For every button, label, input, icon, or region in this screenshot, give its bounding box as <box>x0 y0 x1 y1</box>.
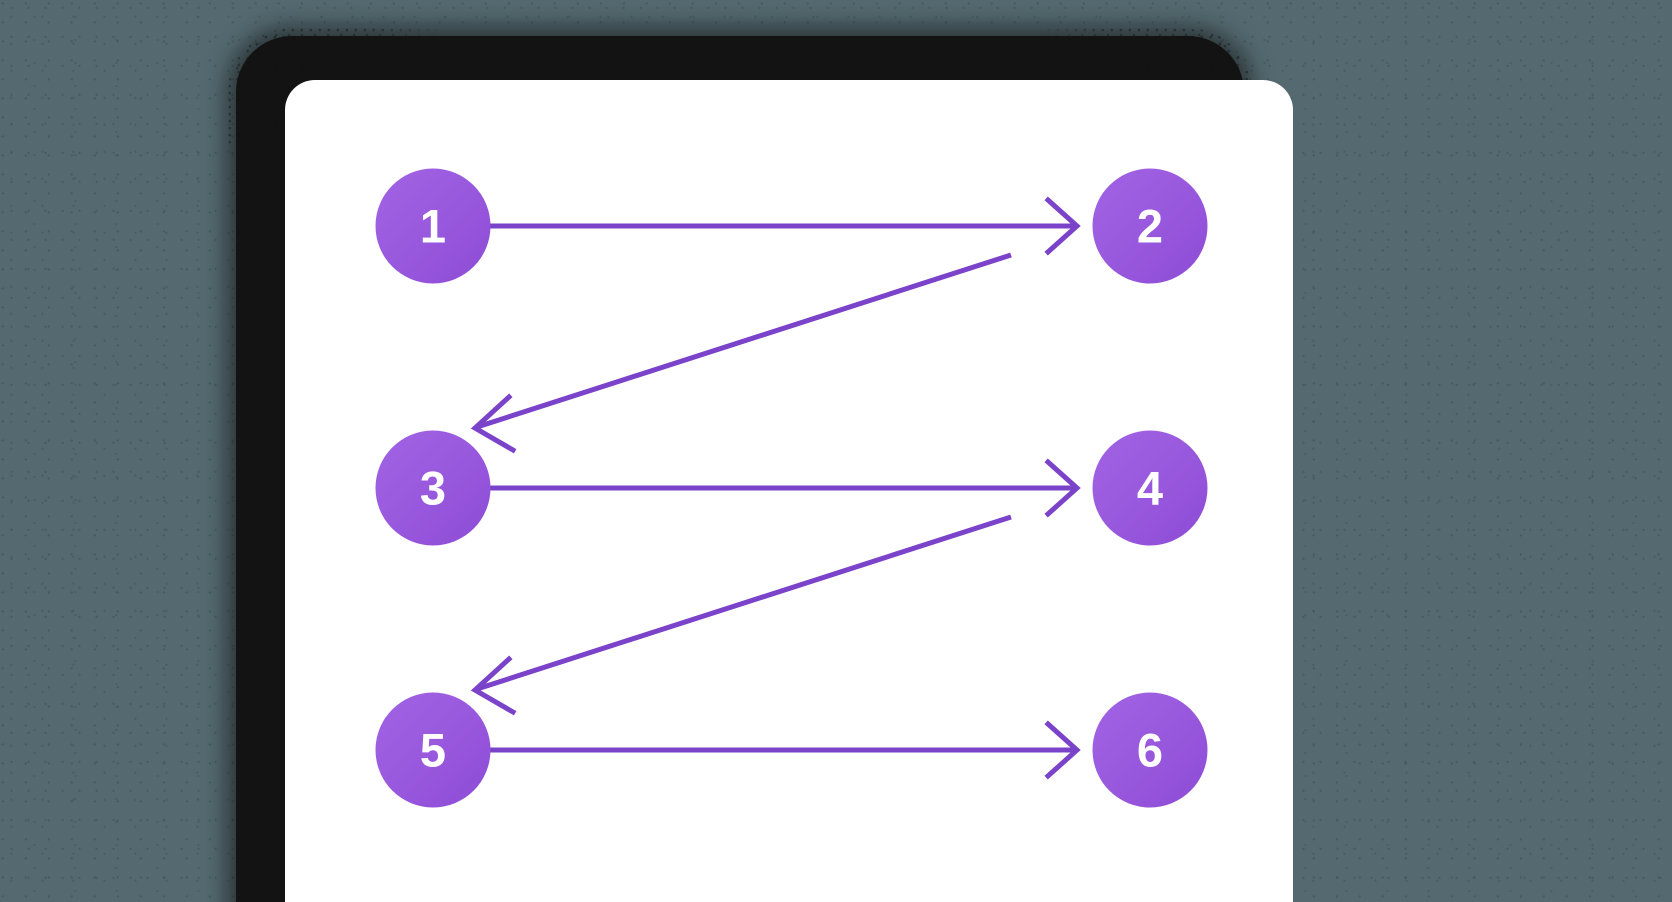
edge-layer <box>470 196 1081 780</box>
node-6-circle[interactable] <box>1092 692 1208 808</box>
node-4-circle[interactable] <box>1092 430 1208 546</box>
node-4[interactable]: 4 <box>1092 430 1208 546</box>
device-screen: 1 2 3 4 5 <box>285 80 1293 902</box>
edge-2-to-3 <box>470 252 1012 454</box>
edge-1-to-2 <box>475 196 1081 256</box>
node-2[interactable]: 2 <box>1092 168 1208 284</box>
node-1-label: 1 <box>420 200 446 253</box>
edge-5-to-6 <box>475 720 1081 780</box>
node-6[interactable]: 6 <box>1092 692 1208 808</box>
node-3-circle[interactable] <box>375 430 491 546</box>
node-layer: 1 2 3 4 5 <box>375 168 1208 808</box>
node-4-label: 4 <box>1137 462 1163 515</box>
node-1-circle[interactable] <box>375 168 491 284</box>
node-5-circle[interactable] <box>375 692 491 808</box>
node-5-label: 5 <box>420 724 446 777</box>
edge-4-to-5 <box>470 514 1012 716</box>
node-3[interactable]: 3 <box>375 430 491 546</box>
node-2-label: 2 <box>1137 200 1163 253</box>
node-5[interactable]: 5 <box>375 692 491 808</box>
node-3-label: 3 <box>420 462 446 515</box>
node-flow-diagram: 1 2 3 4 5 <box>375 168 1208 808</box>
node-2-circle[interactable] <box>1092 168 1208 284</box>
node-1[interactable]: 1 <box>375 168 491 284</box>
node-6-label: 6 <box>1137 724 1163 777</box>
edge-3-to-4 <box>475 458 1081 518</box>
